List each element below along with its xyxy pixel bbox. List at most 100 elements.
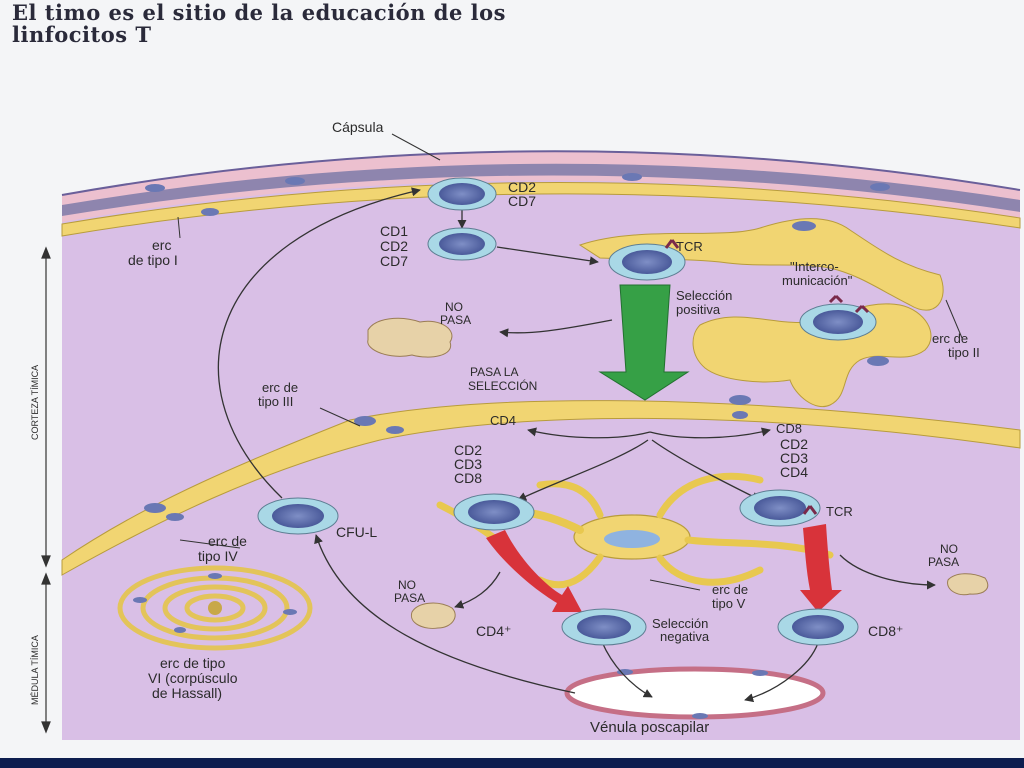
arrow-cd1-to-tcr bbox=[496, 246, 599, 266]
label-pasa-seleccion-1: PASA LA bbox=[470, 365, 518, 379]
arrow-branch-cd8 bbox=[649, 427, 771, 439]
arrow-cd8-to-venule bbox=[744, 642, 819, 703]
leader-lines bbox=[177, 133, 963, 591]
label-cd4-branch: CD4 bbox=[490, 413, 516, 428]
label-erc-tipo-iv-1: erc de bbox=[208, 533, 247, 549]
label-no-pasa-1a: NO bbox=[445, 300, 463, 314]
label-cd2: CD2 bbox=[508, 179, 536, 195]
tcr-receptor-icons bbox=[664, 239, 870, 515]
dead-cell-1 bbox=[367, 317, 453, 358]
page-title: El timo es el sitio de la educación de l… bbox=[12, 2, 832, 46]
label-cd7b: CD7 bbox=[380, 253, 408, 269]
label-no-pasa-3a: NO bbox=[940, 542, 958, 556]
label-capsula: Cápsula bbox=[332, 119, 384, 135]
label-erc-tipo-i-2: de tipo I bbox=[128, 252, 178, 268]
label-seleccion-negativa-2: negativa bbox=[660, 629, 710, 644]
lymphocyte-cd8-plus bbox=[777, 608, 859, 646]
lymphocyte-cd2-cd7 bbox=[427, 177, 497, 211]
erc-band-nuclei bbox=[144, 395, 751, 521]
arrow-branch-left bbox=[517, 439, 649, 501]
capsule-nuclei bbox=[145, 173, 890, 216]
label-tcr-bottom: TCR bbox=[826, 504, 853, 519]
flow-arrows bbox=[217, 187, 936, 703]
label-cd8-branch: CD8 bbox=[776, 421, 802, 436]
label-erc-tipo-ii-1: erc de bbox=[932, 331, 968, 346]
label-seleccion-negativa-1: Selección bbox=[652, 616, 708, 631]
label-tcr-top: TCR bbox=[676, 239, 703, 254]
dead-cell-3 bbox=[947, 573, 989, 596]
label-erc-tipo-iii-1: erc de bbox=[262, 380, 298, 395]
label-erc-tipo-ii-2: tipo II bbox=[948, 345, 980, 360]
label-cd8-plus: CD8⁺ bbox=[868, 623, 903, 639]
dead-cell-2 bbox=[410, 602, 456, 629]
hassall-center-icon bbox=[208, 601, 222, 615]
lymphocyte-cd2-cd3-cd8 bbox=[453, 493, 535, 531]
diagram-labels: Cápsula CD2 CD7 CD1 CD2 CD7 TCR "Interco… bbox=[128, 119, 980, 736]
label-seleccion-positiva-2: positiva bbox=[676, 302, 721, 317]
venule-nuclei bbox=[617, 669, 768, 719]
label-cd7: CD7 bbox=[508, 193, 536, 209]
cortex-side-label: CORTEZA TÍMICA bbox=[30, 365, 40, 440]
label-erc-tipo-i-1: erc bbox=[152, 237, 171, 253]
label-venula: Vénula poscapilar bbox=[590, 719, 709, 736]
label-erc-tipo-vi-2: VI (corpúsculo bbox=[148, 670, 238, 686]
lymphocyte-cd1-cd2-cd7 bbox=[427, 227, 497, 261]
postcapillary-venule bbox=[564, 666, 826, 720]
arrow-branch-cd4 bbox=[527, 427, 651, 439]
erc-type-ii-nuclei bbox=[792, 221, 889, 366]
label-cd4-plus: CD4⁺ bbox=[476, 623, 511, 639]
negative-selection-arrow-left bbox=[486, 530, 582, 612]
apoptotic-cells bbox=[367, 317, 989, 629]
thymic-tissue bbox=[62, 151, 1020, 740]
label-pasa-seleccion-2: SELECCIÓN bbox=[468, 378, 537, 393]
arrow-to-no-pasa-2 bbox=[454, 571, 501, 609]
label-erc-tipo-vi-1: erc de tipo bbox=[160, 655, 226, 671]
label-intercomunicacion-1: "Interco- bbox=[790, 259, 839, 274]
label-seleccion-positiva-1: Selección bbox=[676, 288, 732, 303]
arrow-cfu-to-top bbox=[217, 187, 421, 499]
label-erc-tipo-iii-2: tipo III bbox=[258, 394, 293, 409]
negative-selection-arrow-right bbox=[800, 524, 842, 612]
label-erc-tipo-v-2: tipo V bbox=[712, 596, 746, 611]
label-no-pasa-1b: PASA bbox=[440, 313, 471, 327]
erc-type-i-layer bbox=[61, 181, 1021, 237]
label-cfu-l: CFU-L bbox=[336, 524, 377, 540]
lymphocyte-tcr-top bbox=[608, 243, 686, 281]
footer-bar bbox=[0, 758, 1024, 768]
arrow-to-no-pasa-3 bbox=[839, 554, 936, 590]
lymphocytes bbox=[257, 177, 877, 646]
arrow-to-no-pasa-1 bbox=[499, 319, 613, 338]
label-right-cd2: CD2 bbox=[780, 436, 808, 452]
arrow-venule-to-cfu bbox=[314, 534, 576, 694]
medulla-side-label: MÉDULA TÍMICA bbox=[30, 635, 40, 705]
label-no-pasa-3b: PASA bbox=[928, 555, 959, 569]
label-erc-tipo-v-1: erc de bbox=[712, 582, 748, 597]
label-left-cd8: CD8 bbox=[454, 470, 482, 486]
lymphocyte-cfu-l bbox=[257, 497, 339, 535]
label-left-cd3: CD3 bbox=[454, 456, 482, 472]
lymphocyte-cd4-plus bbox=[561, 608, 647, 646]
label-right-cd4: CD4 bbox=[780, 464, 808, 480]
hassall-nuclei bbox=[133, 573, 297, 633]
positive-selection-arrow bbox=[598, 284, 690, 401]
label-cd1: CD1 bbox=[380, 223, 408, 239]
label-no-pasa-2a: NO bbox=[398, 578, 416, 592]
side-scale bbox=[41, 246, 51, 734]
capsule bbox=[62, 151, 1020, 222]
capsule-band bbox=[62, 163, 1020, 216]
label-erc-tipo-iv-2: tipo IV bbox=[198, 548, 238, 564]
label-left-cd2: CD2 bbox=[454, 442, 482, 458]
title-line-2: linfocitos T bbox=[12, 22, 152, 47]
lymphocyte-cd2-cd3-cd4 bbox=[739, 489, 821, 527]
arrow-cd4-to-venule bbox=[601, 641, 653, 698]
label-cd2b: CD2 bbox=[380, 238, 408, 254]
label-erc-tipo-vi-3: de Hassall) bbox=[152, 685, 222, 701]
label-right-cd3: CD3 bbox=[780, 450, 808, 466]
label-intercomunicacion-2: municación" bbox=[782, 273, 853, 288]
erc-type-v-nucleus bbox=[604, 530, 660, 548]
label-no-pasa-2b: PASA bbox=[394, 591, 425, 605]
erc-type-iii-iv-band bbox=[61, 400, 1021, 576]
arrow-branch-right bbox=[651, 439, 761, 501]
capsule-edge bbox=[61, 150, 1021, 196]
